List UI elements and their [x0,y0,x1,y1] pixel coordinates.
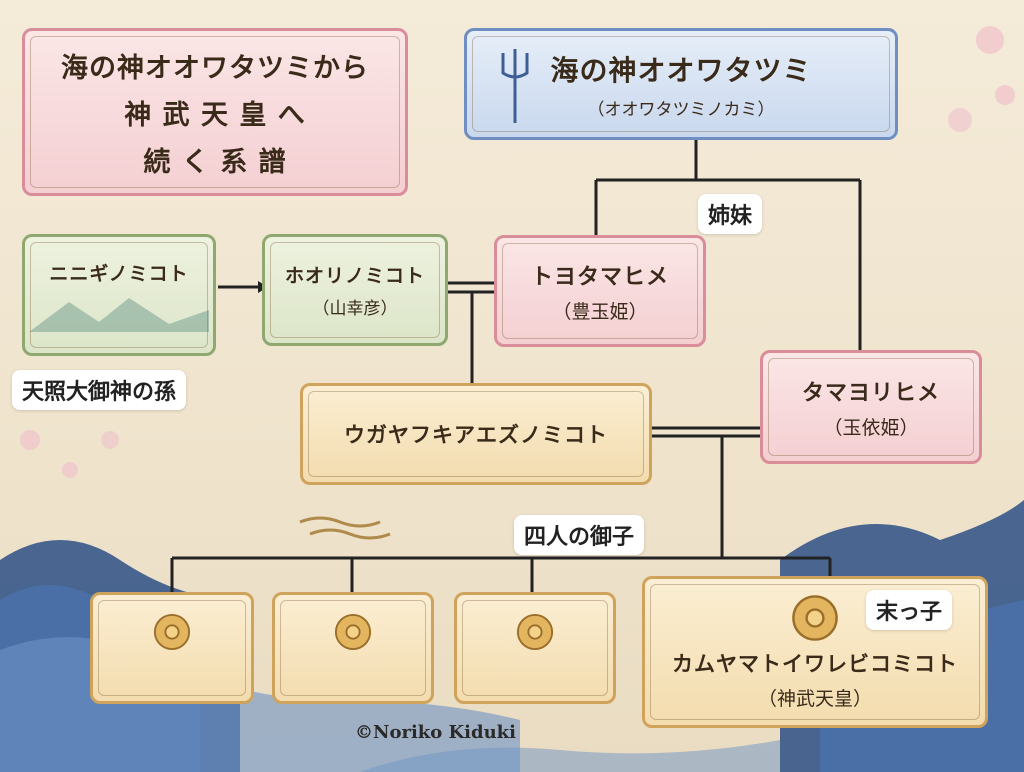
mountain-decoration [29,297,209,332]
child-box-2[interactable] [272,592,434,704]
trident-icon [501,49,529,123]
title-line-3: 続 く 系 譜 [143,146,287,178]
node-ugaya-name: ウガヤフキアエズノミコト [344,422,608,447]
node-toyotama-name: トヨタマヒメ [530,263,669,290]
label-youngest: 末っ子 [866,590,953,630]
title-line-1: 海の神オオワタツミから [61,52,369,84]
node-owatatsumi[interactable]: 海の神オオワタツミ （オオワタツミノカミ） [464,28,898,140]
node-ninigi[interactable]: ニニギノミコト [22,234,216,356]
node-toyotama-sub: （豊玉姫） [552,300,648,323]
node-tamayori-sub: （玉依姫） [823,416,919,439]
title-box: 海の神オオワタツミから 神 武 天 皇 へ 続 く 系 譜 [22,28,408,196]
chrysanthemum-crest-icon [153,613,191,651]
node-tamayori[interactable]: タマヨリヒメ （玉依姫） [760,350,982,464]
node-jimmu-sub: （神武天皇） [757,687,872,710]
node-owatatsumi-name: 海の神オオワタツミ [550,53,812,87]
node-ugaya[interactable]: ウガヤフキアエズノミコト [300,383,652,485]
title-line-2: 神 武 天 皇 へ [124,99,306,131]
label-four-children: 四人の御子 [514,515,645,555]
node-tamayori-name: タマヨリヒメ [801,379,940,406]
node-jimmu-name: カムヤマトイワレビコミコト [672,650,958,676]
child-box-3[interactable] [454,592,616,704]
chrysanthemum-crest-icon [516,613,554,651]
node-owatatsumi-sub: （オオワタツミノカミ） [587,99,775,120]
node-hoori-sub: （山幸彦） [312,299,398,319]
chrysanthemum-crest-icon [792,594,838,641]
credit-text: ©Noriko Kiduki [355,722,516,743]
chrysanthemum-crest-icon [334,613,372,651]
label-sisters: 姉妹 [698,194,763,234]
node-toyotama[interactable]: トヨタマヒメ （豊玉姫） [494,235,706,347]
node-hoori[interactable]: ホオリノミコト （山幸彦） [262,234,448,346]
child-box-1[interactable] [90,592,254,704]
node-ninigi-name: ニニギノミコト [49,262,189,285]
label-grandchild: 天照大御神の孫 [12,370,187,410]
node-hoori-name: ホオリノミコト [284,265,425,287]
